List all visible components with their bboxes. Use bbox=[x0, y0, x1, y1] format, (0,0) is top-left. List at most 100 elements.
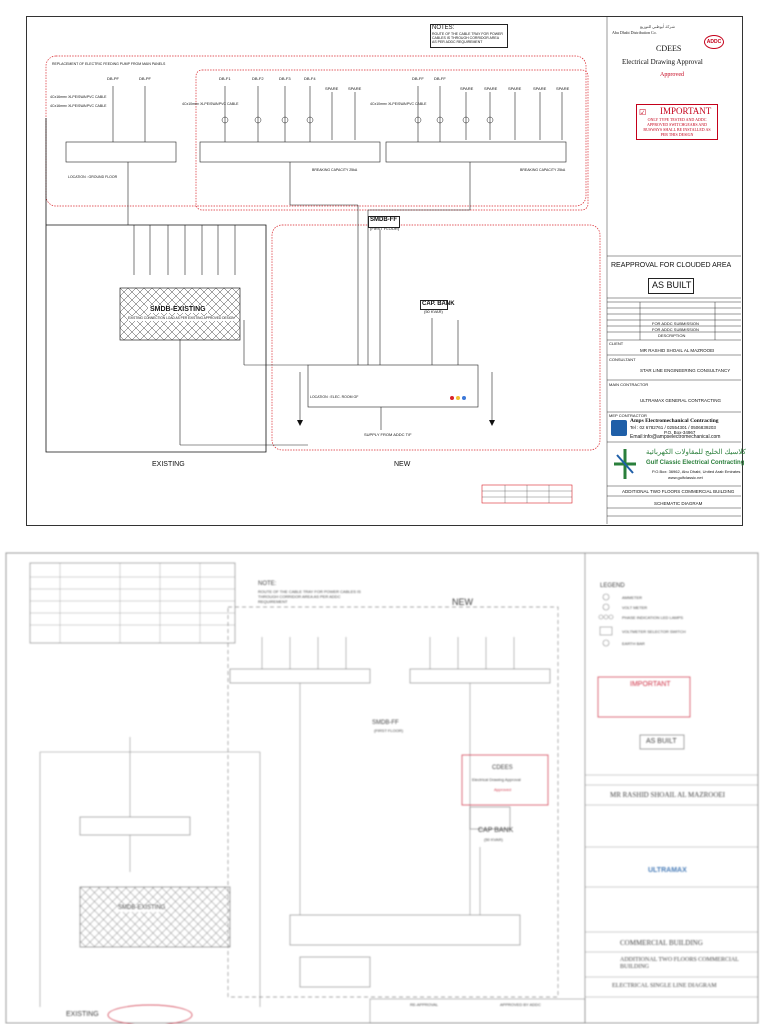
drawing-title: SCHEMATIC DIAGRAM bbox=[654, 501, 703, 506]
bottom-notes-text: ROUTE OF THE CABLE TRAY FOR POWER CABLES… bbox=[258, 589, 361, 604]
legend-item-2: VOLT METER bbox=[622, 605, 648, 610]
supply-label: SUPPLY FROM ADDC T/F bbox=[364, 432, 412, 437]
existing-label: EXISTING bbox=[152, 461, 185, 468]
cap-bank-label: CAP. BANK bbox=[422, 301, 455, 307]
client-label: CLIENT bbox=[609, 341, 624, 346]
bottom-stamp-title: CDEES bbox=[492, 765, 513, 771]
legend-item-5: EARTH BAR bbox=[622, 641, 645, 646]
legend-title: LEGEND bbox=[600, 583, 625, 589]
bottom-project-title: COMMERCIAL BUILDING bbox=[620, 939, 703, 947]
db-label-7: DB-FF bbox=[412, 76, 424, 81]
notes-title: NOTES: bbox=[432, 25, 455, 31]
top-drawing-frame bbox=[26, 16, 743, 526]
db-label-3: DB-F1 bbox=[219, 76, 231, 81]
location-existing: LOCATION : GROUND FLOOR bbox=[68, 175, 118, 179]
consultant-name: STAR LINE ENGINEERING CONSULTANCY bbox=[640, 368, 731, 373]
cable-label-1: 4Cx16mm² XLPE/SWA/PVC CABLE bbox=[50, 95, 107, 99]
rev-row-3: DESCRIPTION bbox=[658, 333, 686, 338]
bottom-important-title: IMPORTANT bbox=[630, 681, 671, 688]
bottom-smdb-ff-sub: (FIRST FLOOR) bbox=[374, 728, 404, 733]
db-label-2: DB-PF bbox=[139, 76, 151, 81]
cloud-label: REPLACEMENT OF ELECTRIC FEEDING PUMP FRO… bbox=[52, 62, 166, 66]
smdb-ff-box bbox=[368, 216, 400, 228]
db-label-6: DB-F4 bbox=[304, 76, 316, 81]
amps-name: Amps Electromechanical Contracting bbox=[630, 418, 719, 424]
db-label-8: DB-FF bbox=[434, 76, 446, 81]
db-label-spare-4: SPARE bbox=[484, 86, 498, 91]
gulf-arabic: كلاسيك الخليج للمقاولات الكهربائية bbox=[646, 449, 746, 456]
cable-label-4: 4Cx10mm² XLPE/SWA/PVC CABLE bbox=[370, 102, 427, 106]
smdb-existing-sub: EXISTING CONNECTION LOAD AS PER EXISTING… bbox=[128, 316, 235, 321]
cable-label-3: 4Cx10mm² XLPE/SWA/PVC CABLE bbox=[182, 102, 239, 106]
db-label-5: DB-F3 bbox=[279, 76, 291, 81]
stamp-line: Electrical Drawing Approval bbox=[622, 58, 703, 66]
as-built-text: AS BUILT bbox=[652, 280, 692, 290]
reapproval-text: REAPPROVAL FOR CLOUDED AREA bbox=[611, 262, 732, 269]
bottom-cap-bank: CAP BANK bbox=[478, 827, 514, 834]
db-label-spare-7: SPARE bbox=[556, 86, 570, 91]
client-name: MR RASHID SHOAIL AL MAZROOEI bbox=[640, 348, 715, 353]
db-label-spare-2: SPARE bbox=[348, 86, 362, 91]
bottom-drawing: NEW NOTE: ROUTE OF THE CABLE TRAY FOR PO… bbox=[0, 537, 768, 1024]
bottom-stamp-line: Electrical Drawing Approval bbox=[472, 777, 521, 782]
company-arabic: شركة أبوظبي للتوزيع bbox=[640, 24, 675, 29]
new-label: NEW bbox=[394, 461, 411, 468]
cable-label-2: 4Cx16mm² XLPE/SWA/PVC CABLE bbox=[50, 104, 107, 108]
cap-bank-sub: (50 KVAR) bbox=[424, 309, 443, 314]
bottom-stamp-status: Approved bbox=[494, 787, 512, 792]
gulf-web: www.gulfclassic.net bbox=[668, 475, 703, 480]
gulf-classic-logo-icon bbox=[612, 447, 638, 481]
bottom-re-approval: RE-APPROVAL bbox=[410, 1002, 439, 1007]
bottom-smdb-existing: SMDB-EXISTING bbox=[118, 905, 166, 912]
legend-item-4: VOLTMETER SELECTOR SWITCH bbox=[622, 629, 686, 634]
location-new: LOCATION : ELEC. ROOM GF bbox=[310, 395, 359, 399]
cap-bank-box bbox=[420, 300, 448, 310]
consultant-label: CONSULTANT bbox=[609, 357, 636, 362]
stamp-status: Approved bbox=[660, 72, 684, 78]
addc-logo-icon: ADDC bbox=[704, 35, 724, 49]
rev-row-1: FOR ADDC SUBMISSION bbox=[652, 321, 699, 326]
bottom-project-sub: ADDITIONAL TWO FLOORS COMMERCIAL BUILDIN… bbox=[620, 957, 739, 970]
mep-contractor-label: MEP CONTRACTOR bbox=[609, 413, 647, 418]
db-label-spare-1: SPARE bbox=[325, 86, 339, 91]
stamp-title: CDEES bbox=[656, 44, 682, 53]
db-label-spare-3: SPARE bbox=[460, 86, 474, 91]
db-label-4: DB-F2 bbox=[252, 76, 264, 81]
bottom-as-built: AS BUILT bbox=[646, 738, 677, 745]
important-icon: ☑ bbox=[639, 108, 647, 117]
important-text: ONLY TYPE TESTED AND ADDC APPROVED SWITC… bbox=[643, 117, 711, 137]
amps-email: Email:info@ampselectromechanical.com bbox=[630, 434, 721, 440]
bottom-ultramax: ULTRAMAX bbox=[648, 867, 687, 874]
gulf-name: Gulf Classic Electrical Contracting bbox=[646, 460, 745, 466]
bottom-drawing-title: ELECTRICAL SINGLE LINE DIAGRAM bbox=[612, 983, 717, 989]
legend-item-3: PHASE INDICATION LED LAMPS bbox=[622, 615, 684, 620]
amps-tel: Tel : 02 6782761 / 02554301 / 0506839203 bbox=[630, 425, 716, 430]
smdb-existing-label: SMDB-EXISTING bbox=[148, 306, 208, 313]
bottom-client: MR RASHID SHOAIL AL MAZROOEI bbox=[610, 791, 725, 799]
bottom-approved-by: APPROVED BY ADDC bbox=[500, 1002, 541, 1007]
bottom-notes-title: NOTE: bbox=[258, 581, 277, 587]
top-schematic-lines bbox=[45, 16, 741, 524]
smdb-ff-sub: (FIRST FLOOR) bbox=[370, 226, 400, 231]
db-label-1: DB-PF bbox=[107, 76, 119, 81]
important-title: IMPORTANT bbox=[660, 106, 712, 116]
rev-row-2: FOR ADDC SUBMISSION bbox=[652, 327, 699, 332]
gulf-address: P.O.Box: 36962, Abu Dhabi, United Arab E… bbox=[652, 469, 741, 474]
bottom-smdb-ff: SMDB-FF bbox=[372, 720, 399, 726]
notes-box bbox=[430, 24, 508, 48]
contractor-label: MAIN CONTRACTOR bbox=[609, 382, 649, 387]
db-label-spare-5: SPARE bbox=[508, 86, 522, 91]
company-english: Abu Dhabi Distribution Co. bbox=[612, 30, 657, 35]
legend-item-1: AMMETER bbox=[622, 595, 642, 600]
project-title: ADDITIONAL TWO FLOORS COMMERCIAL BUILDIN… bbox=[622, 489, 735, 494]
bottom-new-label: NEW bbox=[452, 597, 473, 607]
amps-po: P.O. Box-34967 bbox=[664, 430, 696, 435]
important-box bbox=[636, 104, 718, 140]
contractor-name: ULTRAMAX GENERAL CONTRACTING bbox=[640, 398, 722, 403]
breaking-capacity-1: BREAKING CAPACITY 25kA bbox=[312, 168, 358, 172]
breaking-capacity-2: BREAKING CAPACITY 25kA bbox=[520, 168, 566, 172]
notes-text: ROUTE OF THE CABLE TRAY FOR POWER CABLES… bbox=[432, 32, 503, 44]
bottom-existing-label: EXISTING bbox=[66, 1011, 99, 1018]
bottom-schematic-lines bbox=[5, 552, 759, 1024]
